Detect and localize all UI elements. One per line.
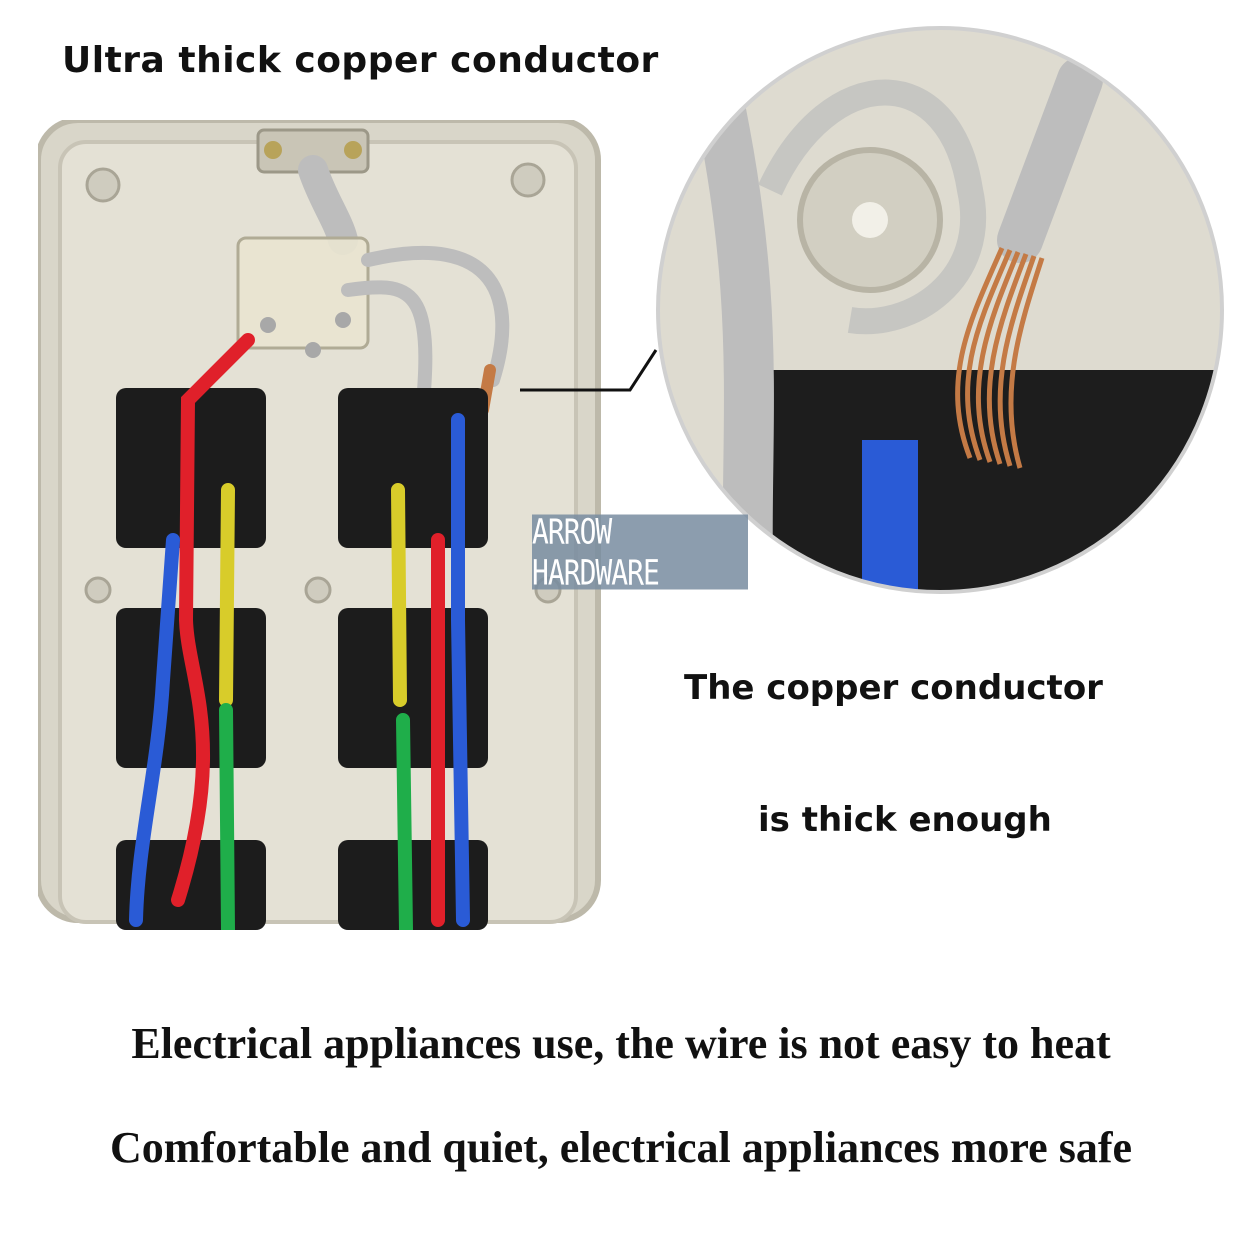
callout-line-1: The copper conductor [684, 668, 1103, 708]
socket [338, 608, 488, 768]
screw-post [510, 162, 546, 198]
blue-wire [129, 533, 180, 927]
socket [338, 388, 488, 548]
socket [338, 840, 488, 930]
screw-post [84, 576, 112, 604]
headline-title: Ultra thick copper conductor [62, 40, 659, 81]
grey-core [361, 245, 510, 387]
copper-strands [955, 246, 1045, 469]
screw-post [85, 167, 121, 203]
blue-wire [451, 413, 470, 927]
terminal-screw [335, 312, 351, 328]
red-wire [171, 333, 255, 907]
green-wire [396, 713, 413, 930]
yellow-wire [391, 483, 407, 707]
benefit-line-2: Comfortable and quiet, electrical applia… [109, 1123, 1132, 1172]
terminal-screw [305, 342, 321, 358]
clamp-screw [344, 141, 362, 159]
closeup-grey-loop [758, 79, 987, 335]
yellow-wire [219, 483, 235, 707]
watermark: ARROW HARDWARE [532, 511, 748, 593]
callout-line-2: is thick enough [758, 800, 1052, 840]
screw-post [304, 576, 332, 604]
closeup-grey-core [997, 57, 1103, 263]
terminal-screw [260, 317, 276, 333]
copper-closeup-circle [656, 26, 1224, 594]
benefit-line-1: Electrical appliances use, the wire is n… [131, 1019, 1111, 1068]
green-wire [219, 703, 235, 930]
clamp-screw [264, 141, 282, 159]
power-strip-photo [38, 120, 601, 930]
grey-main-cable [298, 155, 358, 255]
